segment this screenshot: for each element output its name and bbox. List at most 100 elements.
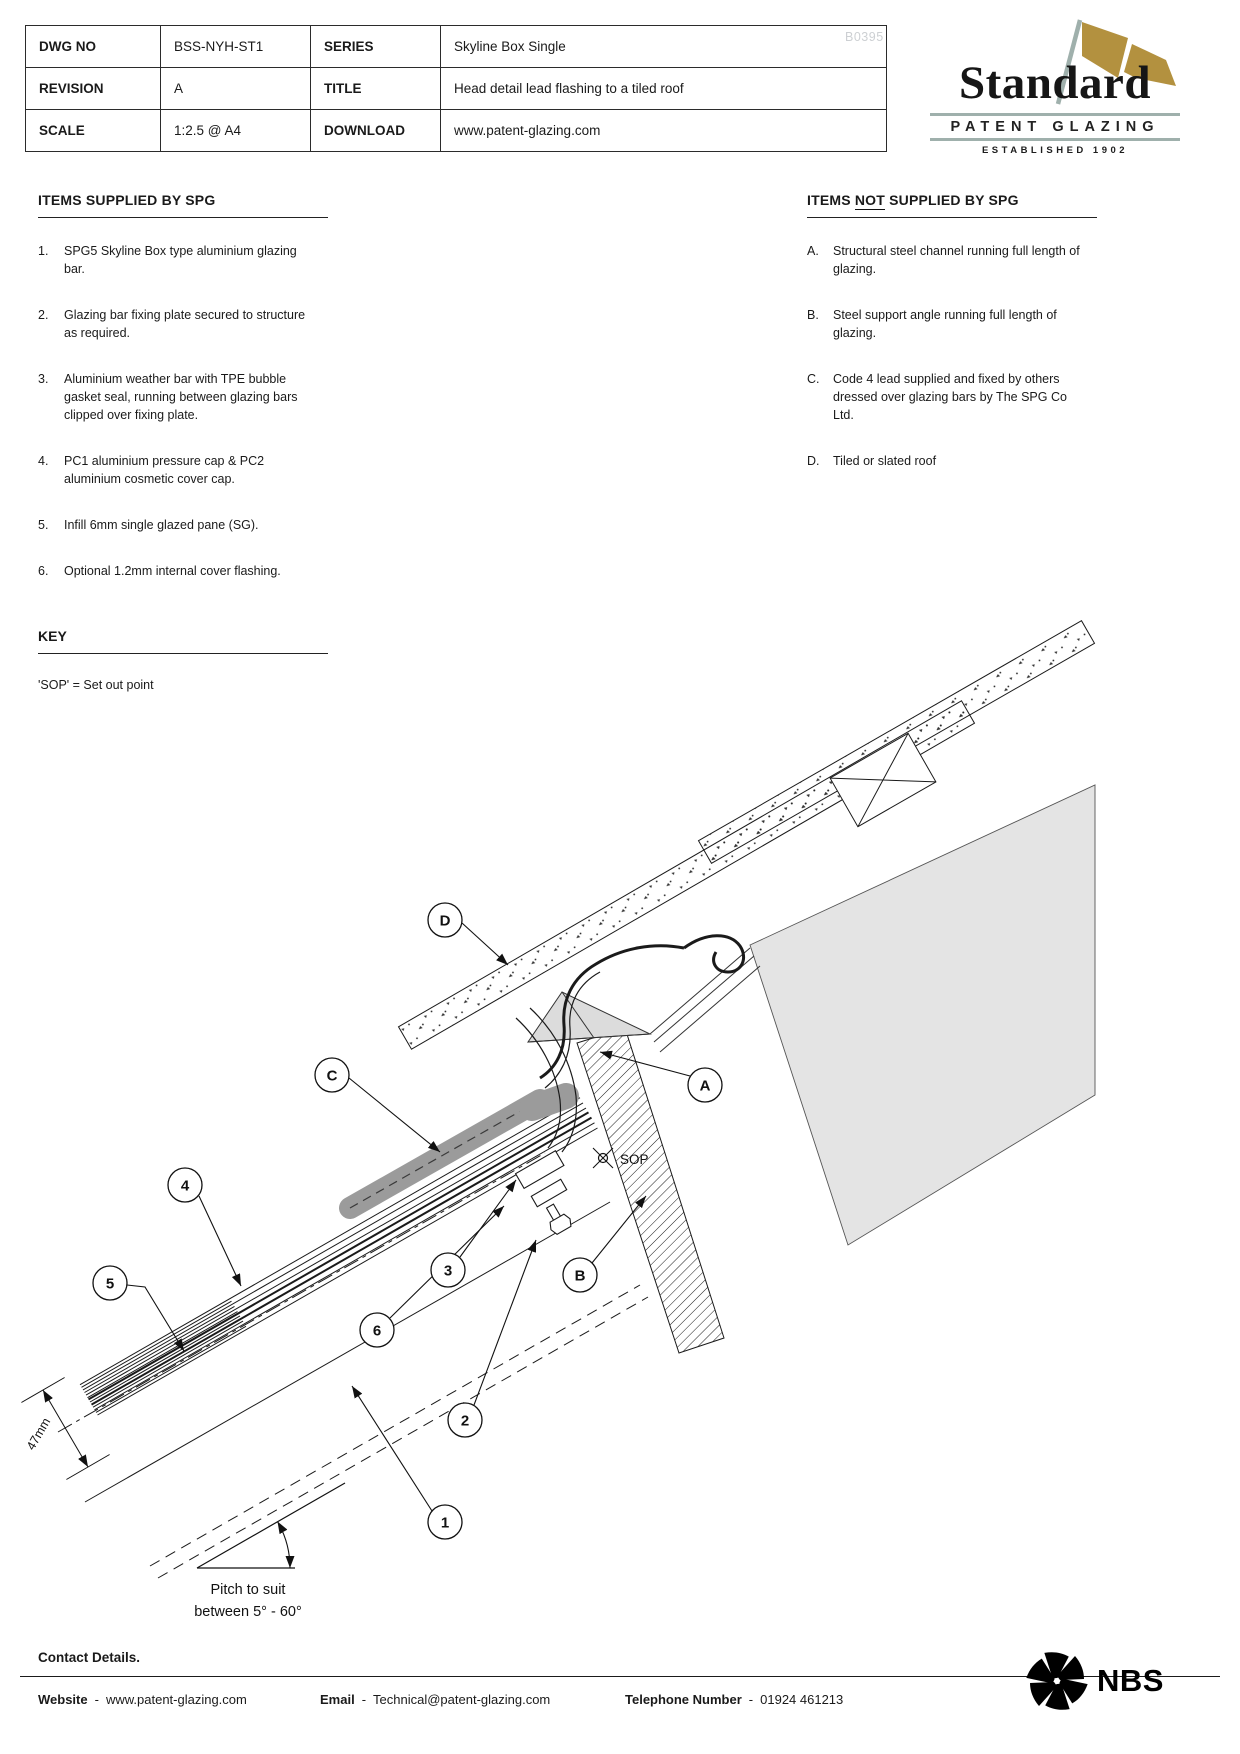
- item-number: 5.: [38, 518, 49, 532]
- item-text: Infill 6mm single glazed pane (SG).: [64, 518, 259, 532]
- item-number: 4.: [38, 454, 49, 468]
- email-label: Email: [320, 1692, 355, 1707]
- separator: -: [361, 1692, 367, 1707]
- list-item: 2. Glazing bar fixing plate secured to st…: [38, 306, 343, 342]
- callout-A: A: [687, 1067, 723, 1103]
- phone-number: 01924 461213: [760, 1692, 844, 1707]
- item-text: Steel support angle running full length …: [833, 308, 1057, 340]
- download-url[interactable]: www.patent-glazing.com: [440, 109, 887, 152]
- footer-website: Website-www.patent-glazing.com: [38, 1692, 247, 1707]
- items-supplied-section: ITEMS SUPPLIED BY SPG 1. SPG5 Skyline Box…: [38, 192, 343, 608]
- item-number: B.: [807, 308, 819, 322]
- callout-C: C: [314, 1057, 350, 1093]
- lead-flashing: [339, 934, 745, 1219]
- callout-B: B: [562, 1257, 598, 1293]
- list-item: 6.Optional 1.2mm internal cover flashing…: [38, 562, 343, 580]
- website-link[interactable]: www.patent-glazing.com: [105, 1692, 247, 1707]
- items-not-supplied-list: A. Structural steel channel running full …: [807, 242, 1112, 470]
- list-item: 4.PC1 aluminium pressure cap & PC2 alumi…: [38, 452, 343, 488]
- key-heading: KEY: [38, 628, 67, 644]
- items-supplied-list: 1. SPG5 Skyline Box type aluminium glazin…: [38, 242, 343, 580]
- pitch-note-line1: Pitch to suit: [211, 1582, 286, 1598]
- list-item: 1. SPG5 Skyline Box type aluminium glazin…: [38, 242, 343, 278]
- heading-rule: [38, 217, 328, 218]
- sheet-watermark: B0395: [845, 30, 884, 44]
- items-not-supplied-section: ITEMS NOT SUPPLIED BY SPG A. Structural s…: [807, 192, 1112, 498]
- logo-wordmark: Standard: [958, 57, 1152, 109]
- website-label: Website: [38, 1692, 88, 1707]
- series-label: SERIES: [310, 25, 441, 68]
- list-item: A. Structural steel channel running full …: [807, 242, 1112, 278]
- items-supplied-heading: ITEMS SUPPLIED BY SPG: [38, 192, 216, 208]
- svg-text:C: C: [327, 1068, 338, 1085]
- item-number: 2.: [38, 308, 49, 322]
- phone-label: Telephone Number: [625, 1692, 742, 1707]
- batten-cross-section: [829, 732, 937, 828]
- flag-icon: [1055, 19, 1176, 105]
- item-text: SPG5 Skyline Box type aluminium glazing …: [64, 244, 297, 276]
- title-value: Head detail lead flashing to a tiled roo…: [440, 67, 887, 110]
- heading-rule: [807, 217, 1097, 218]
- contact-details-heading: Contact Details.: [38, 1650, 141, 1665]
- footer-rule: [20, 1676, 1220, 1677]
- nbs-pinwheel-icon: [1026, 1652, 1088, 1710]
- item-number: 3.: [38, 372, 49, 386]
- item-text: Code 4 lead supplied and fixed by others…: [833, 372, 1067, 422]
- table-row: SCALE 1:2.5 @ A4 DOWNLOAD www.patent-gla…: [25, 109, 887, 152]
- item-number: 1.: [38, 244, 49, 258]
- dimension-label: 47mm: [24, 1415, 53, 1452]
- svg-text:4: 4: [181, 1178, 190, 1195]
- svg-text:D: D: [440, 913, 451, 930]
- callout-D: D: [427, 902, 463, 938]
- svg-text:A: A: [700, 1078, 711, 1095]
- revision-value: A: [160, 67, 311, 110]
- item-number: A.: [807, 244, 819, 258]
- table-row: REVISION A TITLE Head detail lead flashi…: [25, 67, 887, 110]
- item-number: D.: [807, 454, 820, 468]
- svg-text:1: 1: [441, 1515, 449, 1532]
- glazing-bar-lines: [79, 1097, 598, 1416]
- dwg-no-label: DWG NO: [25, 25, 161, 68]
- series-value: Skyline Box Single: [440, 25, 887, 68]
- sop-label: SOP: [620, 1152, 649, 1167]
- list-item: 3.Aluminium weather bar with TPE bubble …: [38, 370, 343, 424]
- centre-and-hidden-lines: [57, 1152, 649, 1579]
- dwg-no-value: BSS-NYH-ST1: [160, 25, 311, 68]
- technical-drawing: SOP 47mm Pitch to suit between 5° - 60° …: [21, 620, 1096, 1620]
- callout-1: 1: [427, 1504, 463, 1540]
- svg-text:6: 6: [373, 1323, 381, 1340]
- key-section: KEY 'SOP' = Set out point: [38, 628, 343, 692]
- heading-post: SUPPLIED BY SPG: [885, 192, 1019, 208]
- leader-lines: [126, 922, 691, 1512]
- callout-5: 5: [92, 1265, 128, 1301]
- callout-4: 4: [167, 1167, 203, 1203]
- email-link[interactable]: Technical@patent-glazing.com: [373, 1692, 551, 1707]
- nbs-wordmark: NBS: [1097, 1663, 1164, 1698]
- item-text: Structural steel channel running full le…: [833, 244, 1080, 276]
- heading-pre: ITEMS: [807, 192, 855, 208]
- list-item: B. Steel support angle running full lengt…: [807, 306, 1112, 342]
- logo-rule-top: [930, 112, 1180, 116]
- table-row: DWG NO BSS-NYH-ST1 SERIES Skyline Box Si…: [25, 25, 887, 68]
- svg-text:5: 5: [106, 1276, 114, 1293]
- callout-6: 6: [359, 1312, 395, 1348]
- pitch-angle-note: Pitch to suit between 5° - 60°: [194, 1482, 346, 1620]
- item-text: Glazing bar fixing plate secured to stru…: [64, 308, 306, 340]
- footer-phone: Telephone Number-01924 461213: [625, 1692, 843, 1707]
- callout-2: 2: [447, 1402, 483, 1438]
- separator: -: [94, 1692, 99, 1707]
- revision-label: REVISION: [25, 67, 161, 110]
- items-not-supplied-heading: ITEMS NOT SUPPLIED BY SPG: [807, 192, 1112, 210]
- item-number: 6.: [38, 564, 49, 578]
- download-label: DOWNLOAD: [310, 109, 441, 152]
- item-number: C.: [807, 372, 820, 386]
- scale-value: 1:2.5 @ A4: [160, 109, 311, 152]
- tiled-roof-surface: [749, 784, 1096, 1246]
- company-logo: Standard PATENT GLAZING ESTABLISHED 1902: [930, 14, 1180, 156]
- separator: -: [748, 1692, 754, 1707]
- callout-3: 3: [430, 1252, 466, 1288]
- logo-rule-bottom: [930, 137, 1180, 141]
- svg-text:2: 2: [461, 1413, 469, 1430]
- scale-label: SCALE: [25, 109, 161, 152]
- key-entry: 'SOP' = Set out point: [38, 678, 154, 692]
